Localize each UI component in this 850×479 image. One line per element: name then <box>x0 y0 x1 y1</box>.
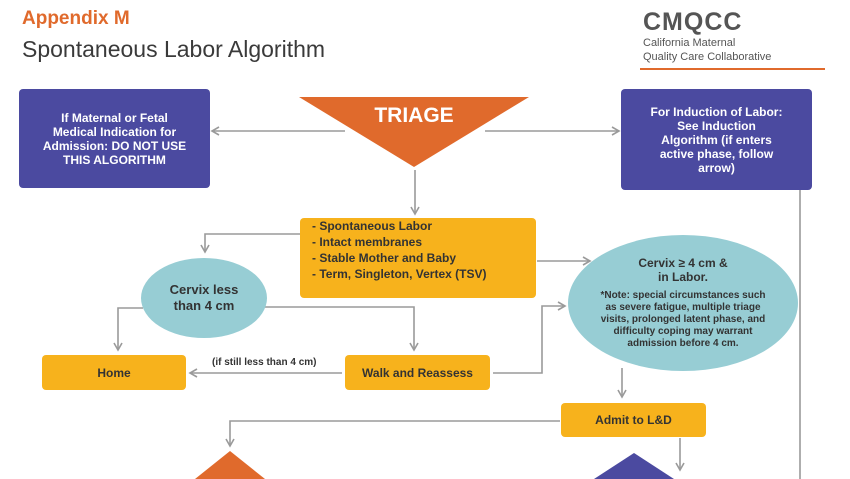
induction-line-5: arrow) <box>698 160 735 175</box>
maternal-line-3: Admission: DO NOT USE <box>42 138 187 153</box>
note-line-2: as severe fatigue, multiple triage <box>605 302 761 313</box>
note-line-1: *Note: special circumstances such <box>600 290 766 301</box>
criteria-item-4: - Term, Singleton, Vertex (TSV) <box>312 267 487 281</box>
note-line-5: admission before 4 cm. <box>627 338 739 349</box>
cervix-less-than-4cm-node: Cervix less than 4 cm <box>141 258 267 338</box>
bottom-purple-shape <box>594 453 674 479</box>
logo-subtitle-line-2: Quality Care Collaborative <box>643 51 772 63</box>
triage-label: TRIAGE <box>374 104 454 127</box>
arrow-cervix-less-to-home <box>113 307 143 352</box>
arrow-walk-to-cervix-ge <box>493 301 567 374</box>
cervix-4cm-in-labor-node: Cervix ≥ 4 cm & in Labor. *Note: special… <box>568 235 798 371</box>
cervix-less-line-2: than 4 cm <box>173 298 235 313</box>
criteria-item-3: - Stable Mother and Baby <box>312 251 457 265</box>
cervix-ge-line-1: Cervix ≥ 4 cm & <box>638 256 728 270</box>
note-line-3: visits, prolonged latent phase, and <box>600 314 766 325</box>
arrow-cervix-less-to-walk <box>265 306 419 352</box>
appendix-label: Appendix M <box>22 8 130 29</box>
still-less-edge-label: (if still less than 4 cm) <box>212 357 317 368</box>
triage-shape <box>299 97 529 167</box>
induction-of-labor-box: For Induction of Labor: See Induction Al… <box>621 89 812 190</box>
note-line-4: difficulty coping may warrant <box>613 326 753 337</box>
home-node: Home <box>42 355 186 390</box>
arrow-criteria-to-cervix-less <box>200 233 300 254</box>
bottom-orange-shape <box>195 451 265 479</box>
admit-to-ld-node: Admit to L&D <box>561 403 706 437</box>
logo-subtitle-line-1: California Maternal <box>643 37 736 49</box>
cmqcc-logo: CMQCC <box>643 8 743 36</box>
criteria-item-1: - Spontaneous Labor <box>312 219 432 233</box>
maternal-fetal-indication-box: If Maternal or Fetal Medical Indication … <box>19 89 210 188</box>
induction-line-2: See Induction <box>677 118 756 133</box>
induction-line-4: active phase, follow <box>659 146 774 161</box>
arrow-admit-to-left <box>225 420 560 448</box>
maternal-line-4: THIS ALGORITHM <box>63 152 166 167</box>
admission-criteria-box: - Spontaneous Labor - Intact membranes -… <box>300 218 536 298</box>
logo-divider <box>640 68 825 70</box>
maternal-line-2: Medical Indication for <box>52 124 177 139</box>
walk-and-reassess-node: Walk and Reassess <box>345 355 490 390</box>
cervix-ge-line-2: in Labor. <box>657 270 708 284</box>
induction-line-1: For Induction of Labor: <box>650 104 783 119</box>
criteria-item-2: - Intact membranes <box>312 235 423 249</box>
maternal-line-1: If Maternal or Fetal <box>61 110 168 125</box>
page-title: Spontaneous Labor Algorithm <box>22 36 326 62</box>
induction-line-3: Algorithm (if enters <box>661 132 772 147</box>
cervix-less-line-1: Cervix less <box>169 282 239 297</box>
